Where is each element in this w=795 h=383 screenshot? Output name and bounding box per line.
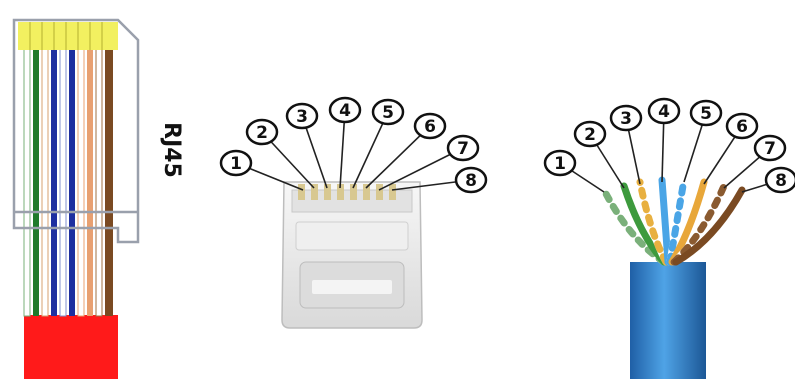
right-pin-number-6: 6 [736, 117, 748, 137]
middle-pin-number-4: 4 [339, 101, 351, 121]
middle-pin-number-2: 2 [256, 123, 268, 143]
right-pin-number-7: 7 [764, 139, 776, 159]
right-cable-view [604, 180, 742, 379]
right-pin-number-4: 4 [658, 102, 670, 122]
right-pin-number-3: 3 [620, 109, 632, 129]
blue-cable-jacket [630, 262, 706, 379]
red-cable-jacket [24, 315, 118, 379]
middle-plug-front-view [282, 182, 422, 328]
right-pin-number-8: 8 [775, 171, 787, 191]
rj45-label: RJ45 [132, 130, 212, 170]
middle-pin-number-7: 7 [457, 139, 469, 159]
left-plug-contacts [18, 22, 118, 50]
right-pin-number-1: 1 [554, 154, 566, 174]
right-fanned-wires [604, 180, 742, 262]
plug-outline [14, 20, 138, 242]
middle-pin-number-8: 8 [465, 171, 477, 191]
middle-pin-number-5: 5 [382, 103, 394, 123]
middle-pin-number-1: 1 [230, 154, 242, 174]
left-wires [24, 48, 113, 316]
right-pin-number-2: 2 [584, 125, 596, 145]
middle-pin-number-3: 3 [296, 107, 308, 127]
left-plug-view [14, 20, 138, 379]
right-pin-number-5: 5 [700, 104, 712, 124]
middle-pin-number-6: 6 [424, 117, 436, 137]
